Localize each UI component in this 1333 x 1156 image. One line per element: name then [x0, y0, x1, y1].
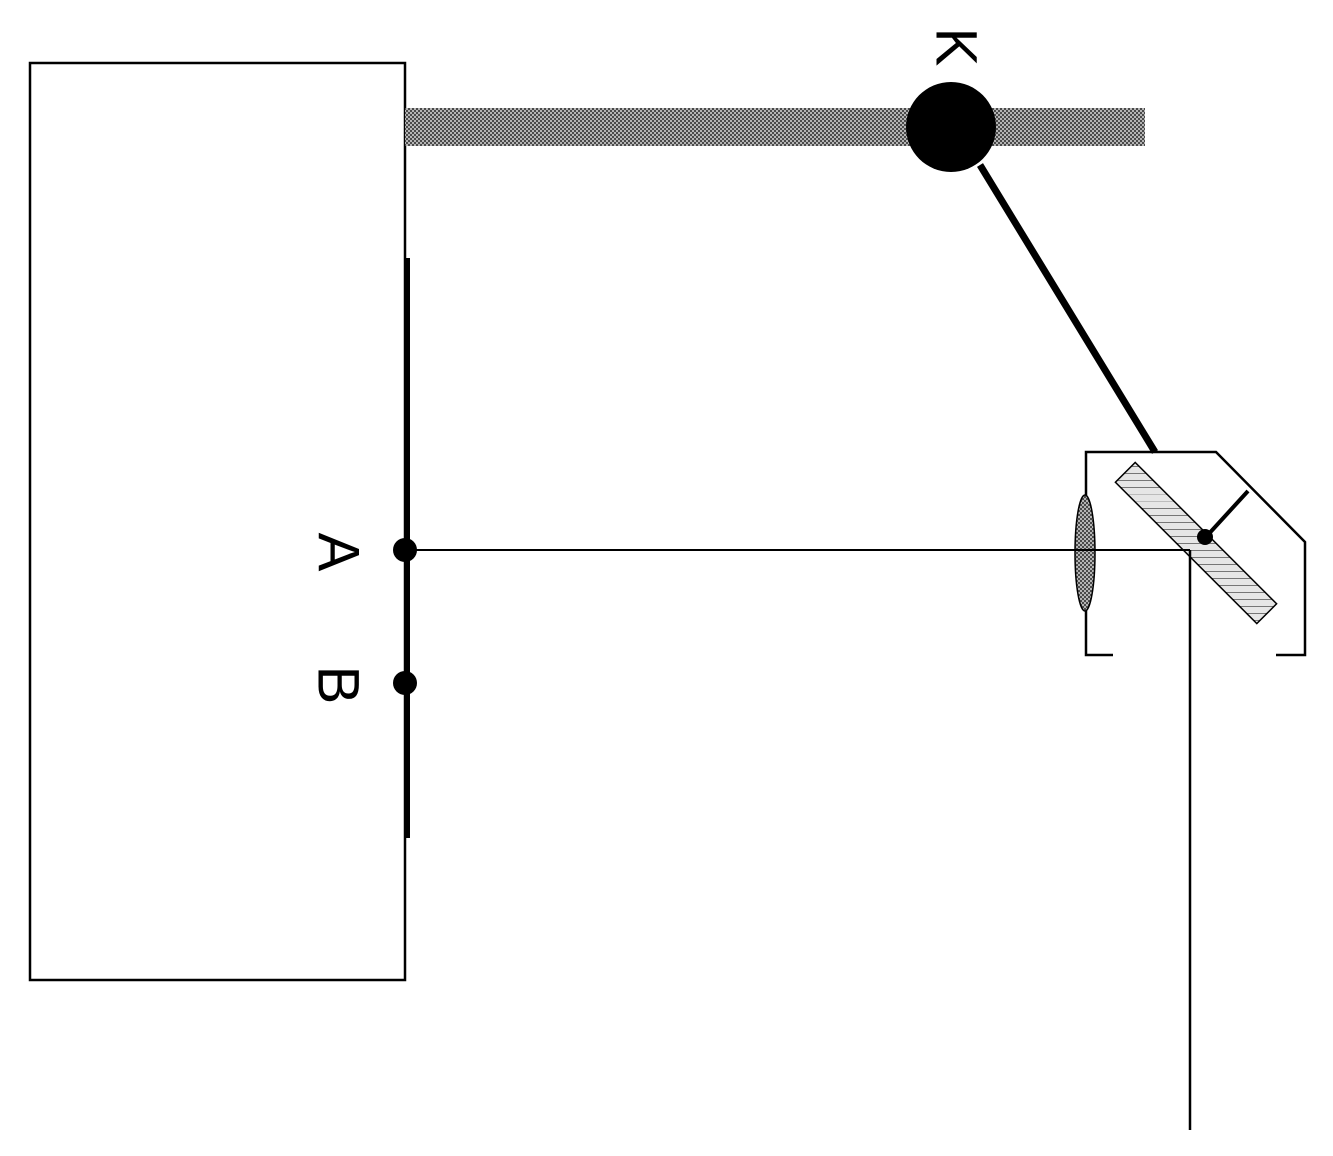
mirror-support	[1203, 489, 1250, 540]
pivot-k	[906, 82, 996, 172]
label-b: B	[306, 666, 371, 705]
point-b-marker	[393, 671, 417, 695]
point-a-marker	[393, 538, 417, 562]
label-a: A	[306, 533, 371, 572]
swing-arm	[977, 163, 1158, 454]
label-k: K	[924, 28, 989, 67]
head-housing	[1084, 450, 1307, 657]
guide-rail	[405, 108, 1145, 146]
tilted-mirror	[1114, 461, 1278, 625]
lens	[1074, 494, 1096, 612]
object-block	[28, 61, 407, 982]
mirror-hinge	[1197, 529, 1213, 545]
